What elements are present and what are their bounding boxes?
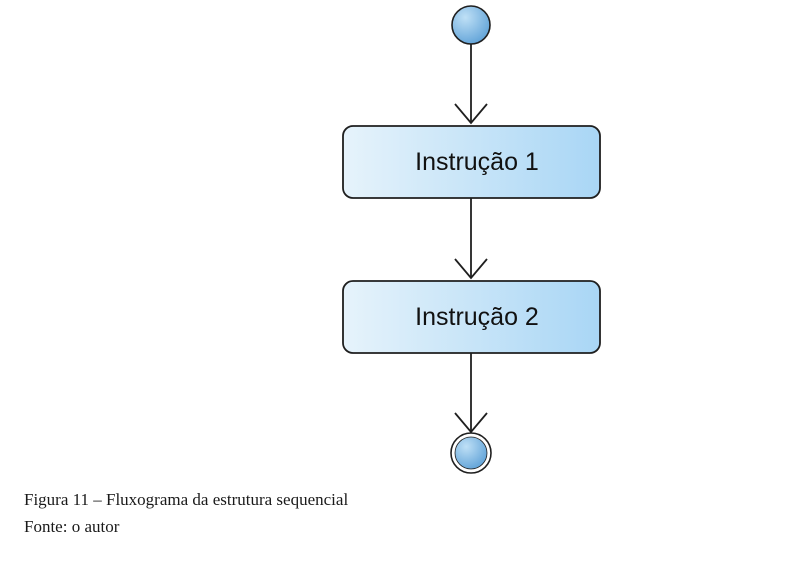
figure-source: Fonte: o autor [24, 517, 120, 536]
action-node-step2: Instrução 2 [342, 280, 601, 354]
action-node-step1: Instrução 1 [342, 125, 601, 199]
flow-arrow-step2-to-end [454, 353, 488, 434]
start-node [451, 5, 491, 45]
end-node [450, 432, 492, 474]
figure-caption: Figura 11 – Fluxograma da estrutura sequ… [24, 490, 349, 509]
flow-arrow-start-to-step1 [454, 44, 488, 125]
step1-label: Instrução 1 [415, 148, 539, 176]
step2-label: Instrução 2 [415, 303, 539, 331]
flow-arrow-step1-to-step2 [454, 198, 488, 280]
